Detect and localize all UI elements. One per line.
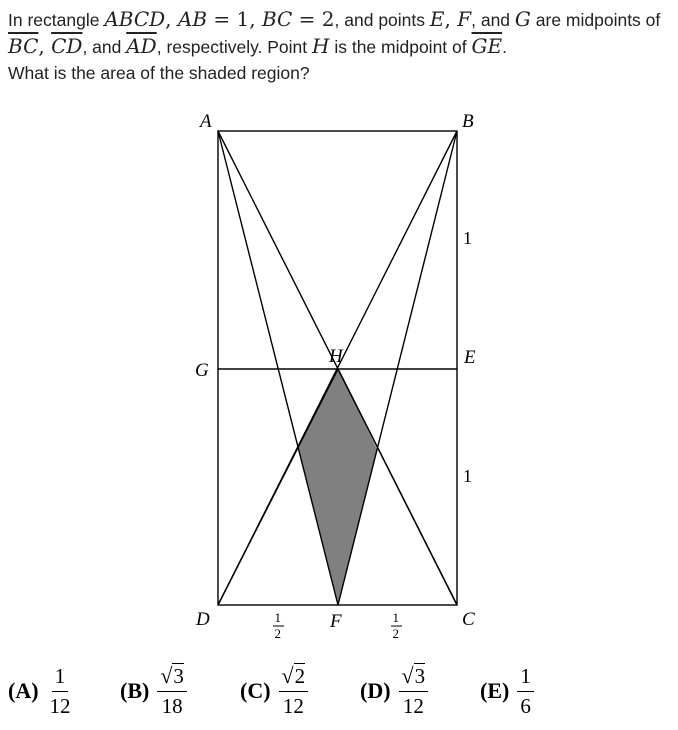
numerator: √3 [157, 663, 187, 692]
math-g: G [514, 7, 531, 31]
choice-a[interactable]: (A) 1 12 [8, 660, 74, 722]
choice-label: (D) [360, 678, 391, 703]
choice-e[interactable]: (E) 1 6 [480, 660, 534, 722]
choice-value: √3 18 [157, 663, 187, 719]
fraction-df-den: 2 [275, 626, 282, 641]
choice-b[interactable]: (B) √3 18 [120, 660, 187, 722]
math-bc-segment: BC [8, 34, 39, 58]
numerator: √2 [278, 663, 309, 692]
choice-value: √3 12 [398, 663, 429, 719]
math-bc: BC [261, 7, 293, 31]
math-comma: , [38, 34, 52, 58]
fraction-fc-den: 2 [393, 626, 400, 641]
fraction-df-num: 1 [275, 610, 282, 625]
choice-c[interactable]: (C) √2 12 [240, 660, 309, 722]
problem-text: are midpoints of [530, 10, 661, 30]
segment-af [217, 130, 339, 606]
shaded-region [298, 369, 377, 605]
segment-bf [337, 130, 458, 606]
math-ad-segment: AD [126, 34, 157, 58]
radicand: 2 [293, 663, 306, 688]
math-cd-segment: CD [51, 34, 83, 58]
radicand: 3 [172, 663, 184, 688]
numerator: 1 [517, 664, 534, 692]
choice-value: 1 12 [47, 664, 74, 719]
math-eq1: = 1, [207, 7, 262, 31]
math-abcd: ABCD [104, 7, 166, 31]
problem-question: What is the area of the shaded region? [8, 63, 310, 83]
fraction-df: 1 2 [273, 610, 284, 641]
math-eq2: = 2 [292, 7, 335, 31]
fraction-fc: 1 2 [391, 610, 402, 641]
segment-hc [337, 368, 458, 606]
denominator: 12 [282, 694, 304, 718]
problem-text: , and [471, 10, 515, 30]
side-length-be: 1 [463, 228, 472, 248]
denominator: 18 [161, 694, 183, 718]
math-f: F [457, 7, 472, 31]
choice-value: 1 6 [517, 664, 534, 719]
denominator: 12 [402, 694, 424, 718]
label-e: E [463, 347, 476, 368]
numerator: 1 [51, 664, 69, 692]
answer-choices: (A) 1 12 (B) √3 18 (C) √2 12 (D) √3 12 (… [0, 660, 678, 730]
segment-hd [217, 368, 339, 606]
label-a: A [198, 111, 212, 132]
choice-label: (B) [120, 678, 150, 703]
problem-text: is the midpoint of [329, 37, 472, 57]
side-length-ec: 1 [463, 466, 472, 486]
choice-label: (E) [480, 678, 510, 703]
sqrt-icon: √ [160, 663, 173, 688]
label-h: H [328, 346, 344, 367]
denominator: 12 [49, 693, 71, 718]
problem-statement: In rectangle ABCD, AB = 1, BC = 2, and p… [8, 6, 670, 86]
label-c: C [462, 609, 475, 630]
numerator: √3 [398, 663, 429, 692]
math-comma: , [165, 7, 178, 31]
math-e: E [429, 7, 445, 31]
label-d: D [195, 609, 210, 630]
math-ab: AB [177, 7, 208, 31]
math-ge-segment: GE [471, 34, 503, 58]
sqrt-icon: √ [281, 663, 294, 688]
math-comma: , [444, 7, 458, 31]
label-b: B [462, 111, 474, 132]
label-g: G [195, 360, 209, 381]
geometry-figure: A B C D E F G H 1 1 1 2 1 2 [195, 111, 476, 641]
choice-value: √2 12 [278, 663, 309, 719]
problem-text: . [502, 37, 507, 57]
radicand: 3 [413, 663, 426, 688]
denominator: 6 [520, 693, 531, 718]
problem-text: , and [82, 37, 127, 57]
math-h: H [312, 34, 330, 58]
problem-text: , and points [334, 10, 430, 30]
choice-label: (A) [8, 678, 39, 703]
problem-text: , respectively. Point [156, 37, 313, 57]
problem-text: In rectangle [8, 10, 105, 30]
choice-d[interactable]: (D) √3 12 [360, 660, 429, 722]
choice-label: (C) [240, 678, 271, 703]
label-f: F [329, 611, 342, 632]
sqrt-icon: √ [401, 663, 414, 688]
fraction-fc-num: 1 [393, 610, 400, 625]
